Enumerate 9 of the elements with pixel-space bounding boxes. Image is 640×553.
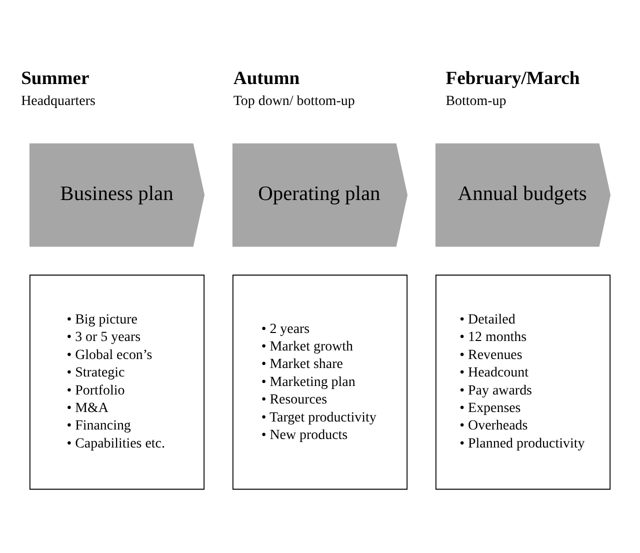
node-label: Autumn [233,68,300,89]
node-label: Summer [21,68,90,89]
node-box: • Detailed • 12 months • Revenues • Headcount • Pay awards • Expenses • Overheads • Planned productivity [435,274,611,490]
node-box: • Big picture • 3 or 5 years • Global econ’s • Strategic • Portfolio • M&A • Financing • Capabilities etc. [29,274,205,490]
node-label: Headquarters [21,94,96,110]
node-label: Top down/ bottom-up [233,94,355,110]
node-box: • 2 years • Market growth • Market share • Marketing plan • Resources • Target productivity • New products [232,274,408,490]
node-label: February/March [446,68,580,89]
node-label: Bottom-up [446,94,506,110]
